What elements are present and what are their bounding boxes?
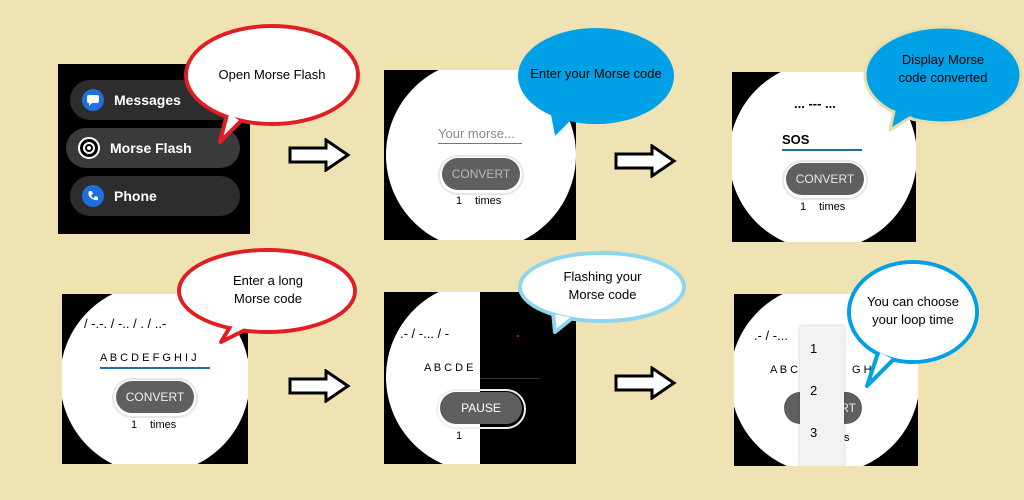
- loop-count[interactable]: 1: [456, 430, 463, 442]
- right-arrow-icon: [288, 369, 351, 403]
- convert-button[interactable]: CONVERT: [116, 381, 194, 413]
- text-field[interactable]: SOS: [782, 132, 862, 151]
- times-label: s: [844, 432, 850, 444]
- flash-dot: [517, 335, 519, 337]
- callout-text: your loop time: [872, 312, 954, 327]
- times-label: times: [475, 195, 502, 207]
- text-field[interactable]: A B C: [770, 364, 799, 376]
- phone-icon: [82, 185, 104, 207]
- converted-screen: ... --- ... SOS CONVERT 1 times: [732, 72, 916, 242]
- app-item-phone[interactable]: Phone: [70, 176, 240, 216]
- times-label: times: [819, 201, 846, 213]
- callout-bubble: [184, 24, 360, 144]
- callout-text: Display Morse: [901, 52, 985, 67]
- morse-flash-icon: [78, 137, 100, 159]
- app-label: Phone: [114, 188, 157, 204]
- loop-option-1[interactable]: 1: [810, 341, 818, 356]
- text-underline: [480, 378, 540, 379]
- convert-button[interactable]: CONVERT: [442, 158, 520, 190]
- flashing-screen: .- / -... / - A B C D E PAUSE 1: [384, 292, 576, 464]
- right-arrow-icon: [288, 138, 351, 172]
- app-item-morse-flash[interactable]: Morse Flash: [66, 128, 240, 168]
- morse-output: .- / -... / -: [400, 326, 450, 341]
- pause-button-ring: [436, 389, 526, 429]
- callout-bubble: [518, 28, 674, 136]
- convert-button[interactable]: CONVERT: [786, 163, 864, 195]
- pause-button[interactable]: PAUSE: [440, 392, 522, 424]
- convert-button-ring: [112, 378, 198, 418]
- text-field[interactable]: A B C D E F G H I J: [100, 352, 210, 369]
- messages-icon: [82, 89, 104, 111]
- text-field[interactable]: A B C D E: [424, 362, 474, 374]
- text-field-end: G H: [852, 364, 872, 376]
- morse-output: ... --- ...: [794, 96, 836, 111]
- loop-option-3[interactable]: 3: [810, 425, 818, 440]
- loop-count[interactable]: 1: [800, 201, 807, 213]
- right-arrow-icon: [614, 144, 677, 178]
- convert-button-ring: [782, 160, 868, 200]
- callout-text: Enter a long: [232, 273, 304, 288]
- convert-button-ring: [438, 155, 524, 195]
- callout-text: Enter your Morse code: [530, 66, 662, 81]
- callout-text: code converted: [898, 70, 988, 85]
- callout-text: Open Morse Flash: [218, 67, 326, 82]
- loop-count[interactable]: 1: [131, 419, 138, 431]
- callout-text: Morse code: [568, 287, 637, 302]
- right-arrow-icon: [614, 366, 677, 400]
- app-label: Morse Flash: [110, 140, 192, 156]
- callout-bubble: [863, 25, 1023, 132]
- callout-text: Flashing your: [563, 269, 642, 284]
- times-label: times: [150, 419, 177, 431]
- morse-output: .- / -...: [754, 328, 788, 343]
- loop-count[interactable]: 1: [456, 195, 463, 207]
- loop-option-2[interactable]: 2: [810, 383, 818, 398]
- app-label: Messages: [114, 92, 181, 108]
- callout-text: You can choose: [866, 294, 960, 309]
- callout-bubble: [518, 251, 686, 334]
- callout-bubble: [847, 260, 979, 388]
- callout-bubble: [177, 248, 357, 344]
- loop-dropdown[interactable]: 1 2 3: [800, 326, 844, 466]
- morse-output: / -.-. / -.. / . / ..-: [84, 316, 167, 331]
- morse-input[interactable]: Your morse...: [438, 126, 522, 144]
- callout-text: Morse code: [234, 291, 302, 306]
